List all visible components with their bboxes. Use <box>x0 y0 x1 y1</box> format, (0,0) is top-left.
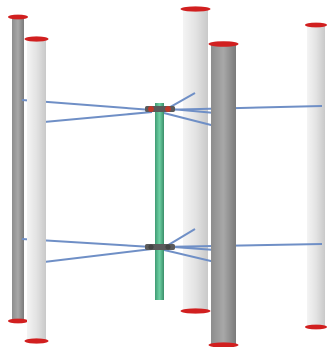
blade-front-right <box>208 41 239 347</box>
blade-back-right <box>305 22 327 330</box>
hub-upper <box>145 106 175 112</box>
blade-back-left <box>8 14 28 324</box>
blade-front-left <box>24 36 49 344</box>
central-shaft <box>155 103 164 300</box>
blade-back-center <box>180 6 211 314</box>
hub-lower <box>145 244 175 250</box>
